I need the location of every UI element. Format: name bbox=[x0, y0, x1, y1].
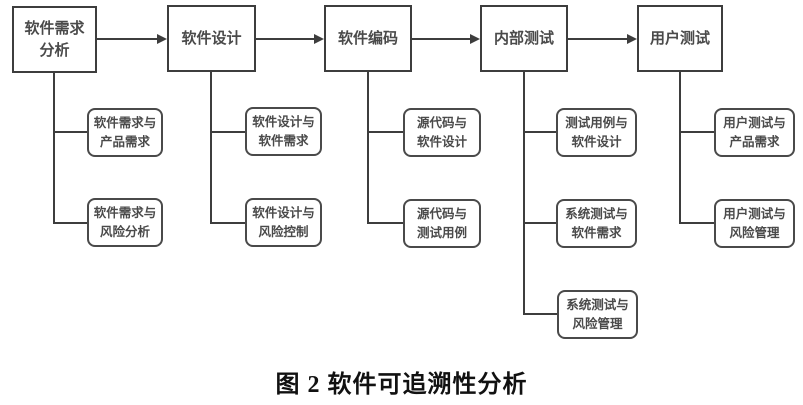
flow-arrow-line-1 bbox=[97, 38, 158, 40]
trace-box-sys-test-risk-mgmt: 系统测试与 风险管理 bbox=[557, 290, 638, 339]
branch-line-col5-row1 bbox=[679, 131, 714, 133]
stage-box-internal-testing: 内部测试 bbox=[480, 5, 568, 72]
flow-arrowhead-1 bbox=[157, 34, 167, 44]
flow-arrowhead-3 bbox=[470, 34, 480, 44]
flow-arrowhead-4 bbox=[627, 34, 637, 44]
branch-line-col2-row1 bbox=[210, 131, 245, 133]
trace-box-sw-req-product-req: 软件需求与 产品需求 bbox=[87, 108, 163, 157]
trace-box-sw-design-sw-req: 软件设计与 软件需求 bbox=[245, 107, 322, 156]
trace-box-user-test-product-req: 用户测试与 产品需求 bbox=[714, 108, 795, 157]
branch-line-col3-row2 bbox=[367, 222, 403, 224]
trunk-line-col5 bbox=[679, 72, 681, 224]
stage-box-requirements-analysis: 软件需求 分析 bbox=[12, 6, 97, 73]
branch-line-col4-row3 bbox=[523, 313, 557, 315]
branch-line-col1-row1 bbox=[53, 131, 87, 133]
trace-box-source-test-case: 源代码与 测试用例 bbox=[403, 199, 481, 248]
branch-line-col3-row1 bbox=[367, 131, 403, 133]
trace-box-sys-test-sw-req: 系统测试与 软件需求 bbox=[556, 199, 637, 248]
trace-box-user-test-risk-mgmt: 用户测试与 风险管理 bbox=[714, 199, 795, 248]
flow-arrow-line-2 bbox=[256, 38, 315, 40]
trunk-line-col4 bbox=[523, 71, 525, 315]
trunk-line-col3 bbox=[367, 71, 369, 224]
stage-box-software-coding: 软件编码 bbox=[324, 5, 412, 72]
branch-line-col5-row2 bbox=[679, 222, 714, 224]
flow-arrow-line-4 bbox=[568, 38, 628, 40]
stage-box-software-design: 软件设计 bbox=[167, 5, 256, 72]
trace-box-source-sw-design: 源代码与 软件设计 bbox=[403, 108, 481, 157]
trace-box-sw-design-risk-control: 软件设计与 风险控制 bbox=[245, 198, 322, 247]
branch-line-col2-row2 bbox=[210, 222, 245, 224]
flow-arrow-line-3 bbox=[412, 38, 471, 40]
trace-box-sw-req-risk-analysis: 软件需求与 风险分析 bbox=[87, 198, 163, 247]
figure-caption: 图 2 软件可追溯性分析 bbox=[275, 372, 528, 398]
trunk-line-col1 bbox=[53, 72, 55, 224]
branch-line-col4-row2 bbox=[523, 222, 557, 224]
branch-line-col1-row2 bbox=[53, 222, 87, 224]
branch-line-col4-row1 bbox=[523, 131, 557, 133]
stage-box-user-testing: 用户测试 bbox=[637, 5, 723, 72]
flow-arrowhead-2 bbox=[314, 34, 324, 44]
trunk-line-col2 bbox=[210, 71, 212, 224]
trace-box-test-case-sw-design: 测试用例与 软件设计 bbox=[556, 108, 637, 157]
